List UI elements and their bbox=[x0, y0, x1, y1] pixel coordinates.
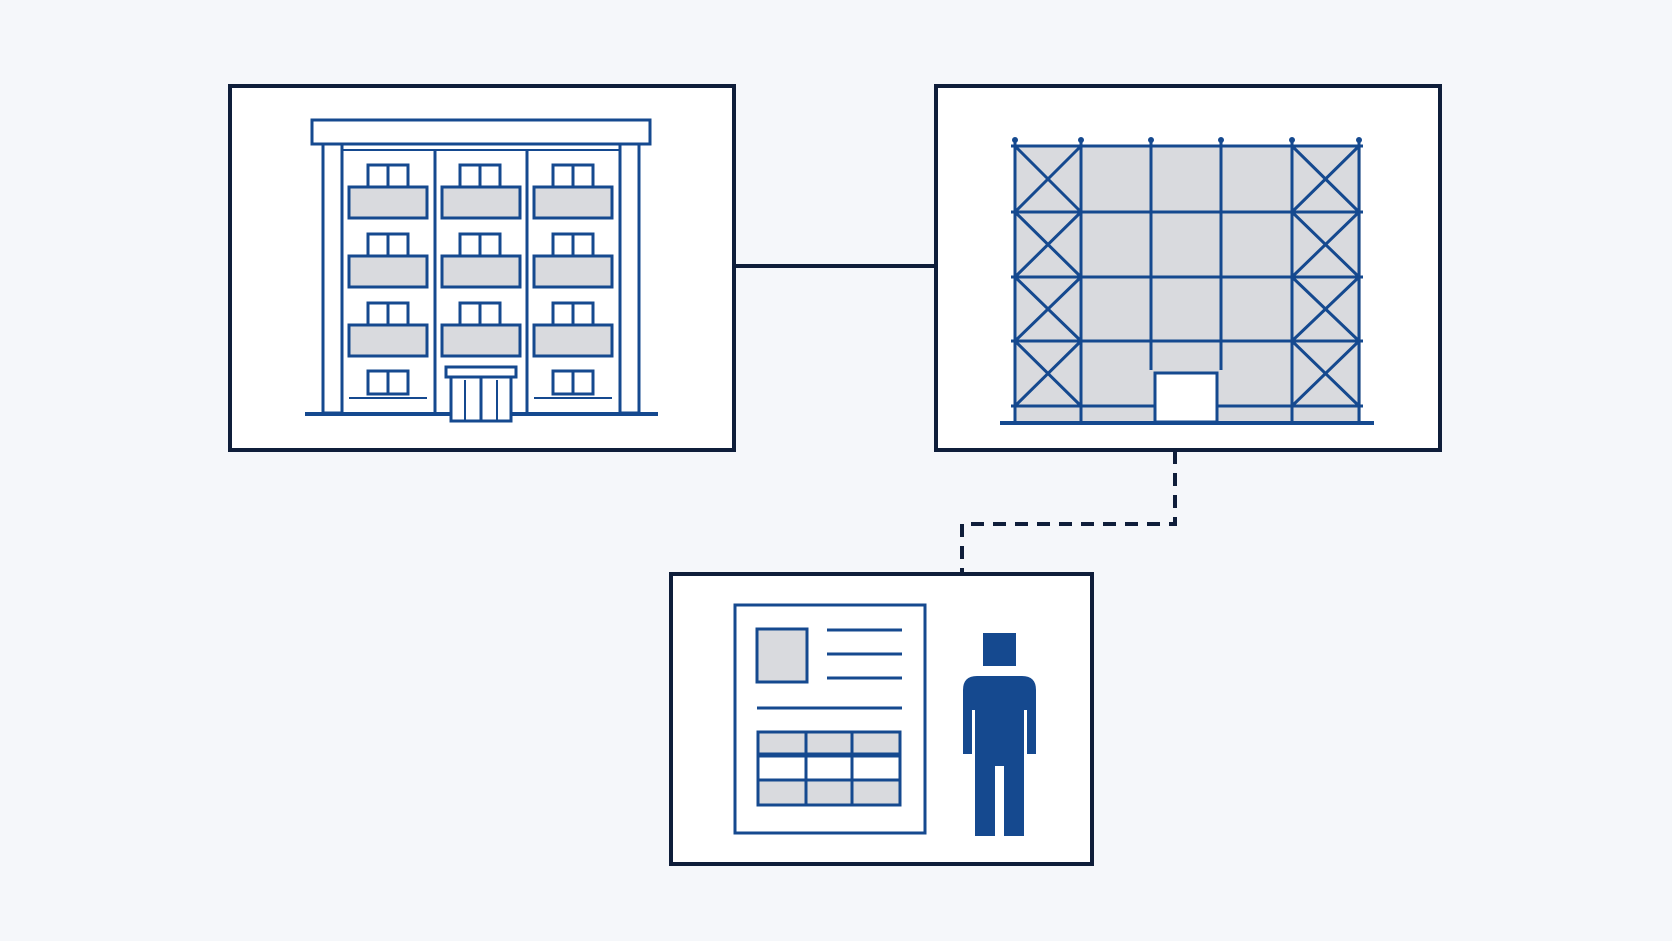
floor-row-3 bbox=[347, 301, 614, 358]
apartment-building-icon bbox=[305, 118, 658, 423]
entrance-door-icon bbox=[444, 365, 518, 423]
doorway-opening bbox=[1153, 371, 1219, 424]
photo-placeholder bbox=[755, 627, 809, 684]
worker-person-icon bbox=[963, 633, 1036, 836]
floor-row-1 bbox=[347, 163, 614, 220]
ground-floor bbox=[349, 369, 612, 399]
record-panel bbox=[669, 572, 1094, 866]
scaffold-panel bbox=[934, 84, 1442, 452]
connector-scaffold-record bbox=[960, 451, 1177, 574]
worker-document-icon bbox=[733, 603, 1036, 836]
document-table bbox=[756, 730, 902, 807]
scaffolding-facade-icon bbox=[1000, 137, 1374, 425]
floor-row-2 bbox=[347, 232, 614, 289]
building-panel bbox=[228, 84, 736, 452]
document-icon bbox=[733, 603, 927, 835]
